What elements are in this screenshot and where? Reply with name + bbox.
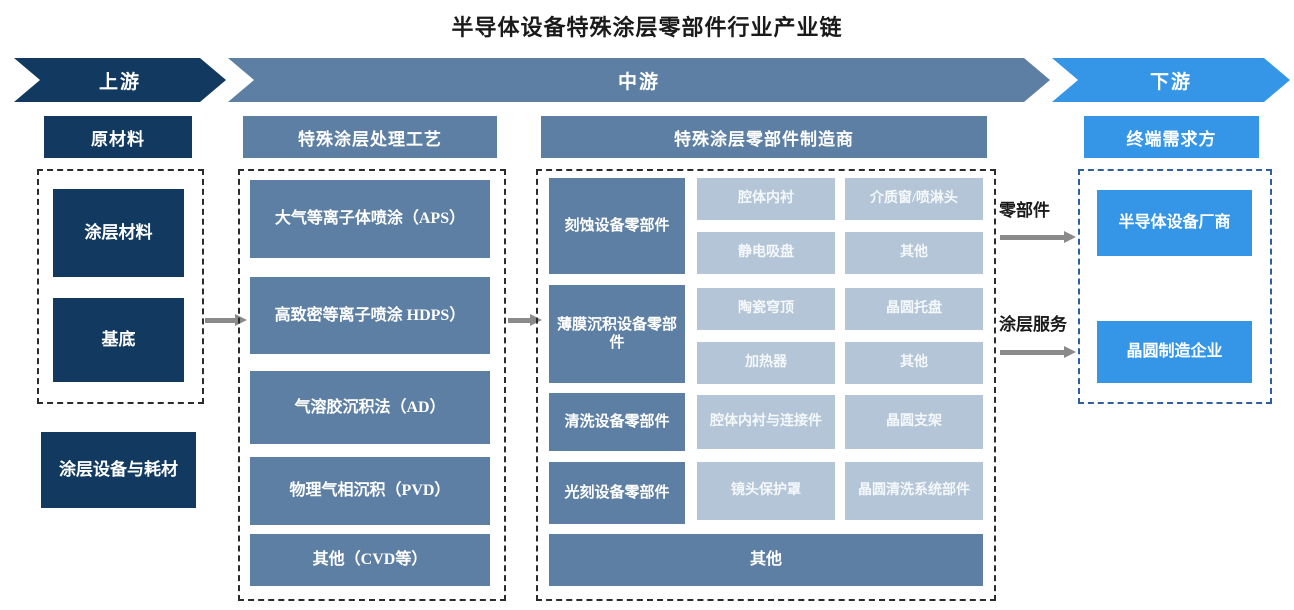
- upstream-material-coating-label: 涂层材料: [84, 222, 153, 242]
- downstream-header: 终端需求方: [1084, 116, 1259, 158]
- manufacturer-part-deposition-4-label: 其他: [900, 355, 928, 371]
- manufacturer-category-etching[interactable]: 刻蚀设备零部件: [549, 178, 685, 274]
- upstream-equipment-box[interactable]: 涂层设备与耗材: [41, 432, 196, 508]
- manufacturer-part-etching-3-label: 静电吸盘: [738, 245, 794, 261]
- manufacturer-part-deposition-1-label: 陶瓷穹顶: [738, 301, 794, 317]
- manufacturer-group: [536, 169, 996, 601]
- manufacturer-part-deposition-2[interactable]: 晶圆托盘: [845, 288, 983, 330]
- downstream-item-wafer-fabs[interactable]: 晶圆制造企业: [1097, 321, 1252, 383]
- manufacturer-part-litho-2-label: 晶圆清洗系统部件: [858, 483, 970, 499]
- manufacturer-header: 特殊涂层零部件制造商: [541, 116, 987, 158]
- upstream-material-substrate[interactable]: 基底: [53, 298, 184, 382]
- upstream-material-coating[interactable]: 涂层材料: [53, 189, 184, 277]
- manufacturer-part-deposition-1[interactable]: 陶瓷穹顶: [697, 288, 835, 330]
- manufacturer-part-etching-1[interactable]: 腔体内衬: [697, 178, 835, 220]
- manufacturer-part-etching-1-label: 腔体内衬: [738, 191, 794, 207]
- process-header-label: 特殊涂层处理工艺: [298, 129, 442, 149]
- page-title: 半导体设备特殊涂层零部件行业产业链: [451, 15, 843, 40]
- manufacturer-part-etching-4-label: 其他: [900, 245, 928, 261]
- downstream-header-label: 终端需求方: [1126, 129, 1217, 149]
- process-item-pvd-label: 物理气相沉积（PVD）: [289, 482, 451, 500]
- process-header: 特殊涂层处理工艺: [243, 116, 497, 158]
- manufacturer-category-cleaning[interactable]: 清洗设备零部件: [549, 393, 685, 451]
- manufacturer-footer-other-label: 其他: [749, 551, 782, 569]
- band-downstream: 下游: [1052, 58, 1290, 102]
- manufacturer-category-cleaning-label: 清洗设备零部件: [564, 413, 670, 430]
- process-item-aps-label: 大气等离子体喷涂（APS）: [274, 210, 466, 228]
- process-item-hdps-label: 高致密等离子喷涂 HDPS）: [274, 306, 466, 324]
- manufacturer-part-litho-1[interactable]: 镜头保护罩: [697, 462, 835, 520]
- process-item-other[interactable]: 其他（CVD等）: [250, 534, 490, 586]
- process-item-other-label: 其他（CVD等）: [312, 551, 428, 569]
- manufacturer-part-etching-2[interactable]: 介质窗/喷淋头: [845, 178, 983, 220]
- manufacturer-category-litho[interactable]: 光刻设备零部件: [549, 462, 685, 524]
- manufacturer-category-deposition-label: 薄膜沉积设备零部件: [556, 316, 677, 351]
- downstream-item-wafer-fabs-label: 晶圆制造企业: [1126, 343, 1223, 361]
- downstream-item-equipment-makers-label: 半导体设备厂商: [1118, 214, 1231, 232]
- upstream-materials-group: [37, 169, 204, 404]
- manufacturer-header-label: 特殊涂层零部件制造商: [674, 129, 854, 149]
- downstream-item-equipment-makers[interactable]: 半导体设备厂商: [1097, 190, 1252, 256]
- band-midstream: 中游: [228, 58, 1050, 102]
- arrow-to-wafer-fabs: [1000, 346, 1076, 358]
- manufacturer-part-deposition-3[interactable]: 加热器: [697, 342, 835, 384]
- manufacturer-part-deposition-2-label: 晶圆托盘: [886, 301, 942, 317]
- manufacturer-part-deposition-3-label: 加热器: [745, 355, 787, 371]
- band-upstream-label: 上游: [98, 71, 141, 93]
- process-item-hdps[interactable]: 高致密等离子喷涂 HDPS）: [250, 277, 490, 354]
- manufacturer-part-cleaning-1-label: 腔体内衬与连接件: [710, 414, 822, 430]
- manufacturer-category-litho-label: 光刻设备零部件: [564, 484, 670, 501]
- upstream-header: 原材料: [44, 116, 192, 158]
- manufacturer-category-deposition[interactable]: 薄膜沉积设备零部件: [549, 285, 685, 383]
- process-item-pvd[interactable]: 物理气相沉积（PVD）: [250, 457, 490, 525]
- manufacturer-part-cleaning-2-label: 晶圆支架: [886, 414, 942, 430]
- flow-label-coating-service: 涂层服务: [999, 315, 1067, 334]
- manufacturer-part-cleaning-2[interactable]: 晶圆支架: [845, 395, 983, 449]
- band-midstream-label: 中游: [617, 71, 660, 93]
- manufacturer-part-litho-2[interactable]: 晶圆清洗系统部件: [845, 462, 983, 520]
- upstream-header-label: 原材料: [91, 129, 145, 149]
- manufacturer-footer-other[interactable]: 其他: [549, 534, 983, 586]
- process-group: [238, 169, 506, 601]
- band-downstream-label: 下游: [1149, 71, 1192, 93]
- downstream-group: [1078, 169, 1272, 404]
- manufacturer-part-etching-2-label: 介质窗/喷淋头: [870, 191, 958, 207]
- upstream-equipment-label: 涂层设备与耗材: [59, 459, 178, 479]
- process-item-ad-label: 气溶胶沉积法（AD）: [294, 398, 446, 416]
- manufacturer-part-etching-4[interactable]: 其他: [845, 232, 983, 274]
- process-item-ad[interactable]: 气溶胶沉积法（AD）: [250, 371, 490, 444]
- upstream-material-substrate-label: 基底: [101, 329, 136, 349]
- manufacturer-part-cleaning-1[interactable]: 腔体内衬与连接件: [697, 395, 835, 449]
- process-item-aps[interactable]: 大气等离子体喷涂（APS）: [250, 180, 490, 258]
- arrow-to-equipment-makers: [1000, 231, 1076, 243]
- band-upstream: 上游: [14, 58, 226, 102]
- manufacturer-part-deposition-4[interactable]: 其他: [845, 342, 983, 384]
- flow-label-components: 零部件: [999, 201, 1050, 220]
- manufacturer-part-etching-3[interactable]: 静电吸盘: [697, 232, 835, 274]
- manufacturer-category-etching-label: 刻蚀设备零部件: [564, 217, 670, 234]
- manufacturer-part-litho-1-label: 镜头保护罩: [731, 483, 801, 499]
